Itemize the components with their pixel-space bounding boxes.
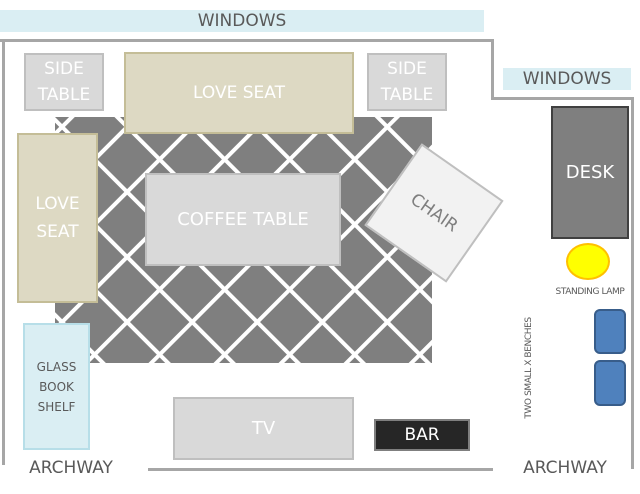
wall-left [2,39,5,465]
desk: DESK [551,106,629,239]
wall-step [491,39,494,100]
benches-label: TWO SMALL X BENCHES [524,317,534,419]
wall-bottom [148,468,493,471]
windows-right: WINDOWS [503,68,631,90]
standing-lamp [566,243,610,280]
bench-1[interactable] [594,309,626,354]
wall-right [631,97,634,469]
coffee-table: COFFEE TABLE [145,173,341,266]
tv: TV [173,397,354,460]
windows-top: WINDOWS [0,10,484,32]
chair-label: CHAIR [406,189,462,237]
standing-lamp-label: STANDING LAMP [555,287,625,297]
archway-left: ARCHWAY [29,458,113,478]
wall-top [0,39,494,42]
side-table-left: SIDE TABLE [24,53,104,111]
bar: BAR [374,419,470,451]
bench-2[interactable] [594,360,626,406]
wall-top-right [491,97,634,100]
love-seat-top: LOVE SEAT [124,52,354,134]
archway-right: ARCHWAY [523,458,607,478]
love-seat-left: LOVE SEAT [17,133,98,303]
side-table-right: SIDE TABLE [367,53,447,111]
glass-book-shelf: GLASS BOOK SHELF [23,323,90,450]
